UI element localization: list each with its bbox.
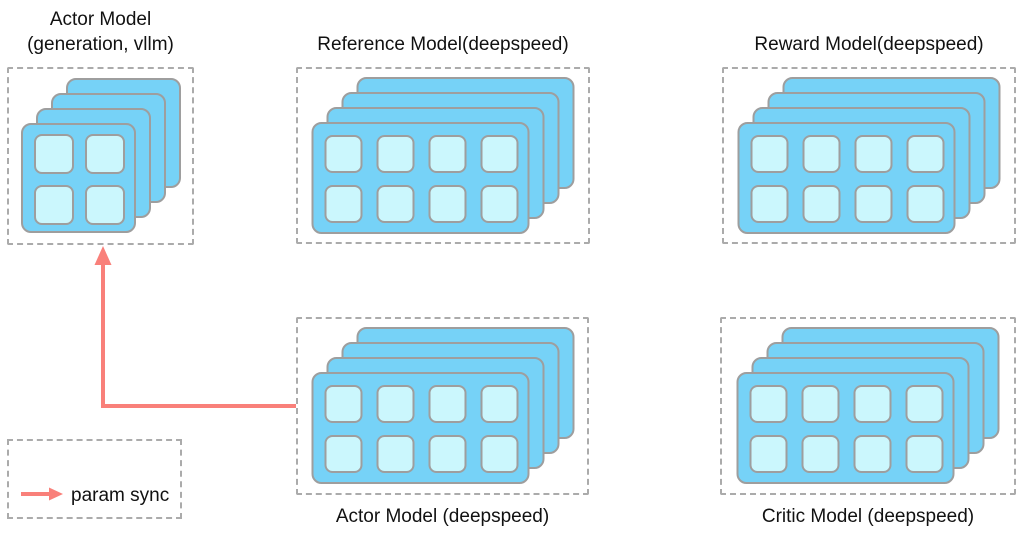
gpu-grid [313,374,527,484]
model-title: Reference Model(deepspeed) [296,32,590,57]
gpu-cell [750,185,789,223]
gpu-cell [480,185,519,223]
gpu-grid [739,374,953,484]
gpu-cell [376,435,414,473]
gpu-stack [737,77,1001,234]
gpu-cell [749,435,788,473]
gpu-cell [801,435,840,473]
gpu-cell [324,435,362,473]
gpu-cell [428,185,467,223]
gpu-cell [480,435,518,473]
gpu-cell [906,135,945,173]
gpu-card [20,123,136,234]
gpu-cell [854,185,893,223]
model-title: Reward Model(deepspeed) [722,32,1016,57]
model-group-reward-deepspeed: Reward Model(deepspeed) [722,34,1016,244]
gpu-stack [311,327,574,484]
param-sync-arrow-icon [19,486,63,507]
legend-box: param sync [7,439,182,519]
gpu-cell [854,135,893,173]
gpu-stack [311,77,575,234]
gpu-cell [428,135,467,173]
gpu-cell [853,385,892,423]
gpu-grid [23,125,134,234]
model-label: Critic Model (deepspeed) [761,506,975,527]
gpu-cell [802,135,841,173]
gpu-cell [376,135,415,173]
param-sync-arrow-line [101,262,296,408]
gpu-cell [324,135,363,173]
model-title: Actor Model (generation, vllm) [7,7,194,57]
gpu-cell [84,185,125,225]
gpu-stack [20,78,181,234]
gpu-cell [428,435,466,473]
gpu-card [737,122,956,234]
gpu-grid [740,124,954,234]
dashed-box [296,67,590,244]
model-title-line: Reward Model(deepspeed) [754,34,984,55]
gpu-cell [480,385,518,423]
gpu-cell [324,385,362,423]
legend-label: param sync [71,485,170,506]
gpu-card [311,372,529,484]
gpu-cell [376,185,415,223]
gpu-cell [84,134,125,174]
dashed-box [720,317,1016,495]
dashed-box [722,67,1016,244]
model-group-actor-vllm: Actor Model (generation, vllm) [7,9,194,245]
gpu-cell [906,185,945,223]
gpu-cell [802,185,841,223]
gpu-cell [905,385,944,423]
gpu-card [311,122,530,234]
gpu-stack [736,327,1000,484]
gpu-cell [853,435,892,473]
gpu-grid [314,124,528,234]
gpu-cell [33,185,74,225]
model-title-line: (generation, vllm) [27,34,174,55]
gpu-cell [905,435,944,473]
gpu-cell [33,134,74,174]
gpu-cell [480,135,519,173]
model-group-reference-deepspeed: Reference Model(deepspeed) [296,34,590,244]
gpu-cell [428,385,466,423]
gpu-cell [324,185,363,223]
model-group-actor-deepspeed: Actor Model (deepspeed) [296,317,589,527]
dashed-box [296,317,589,495]
model-title-line: Reference Model(deepspeed) [317,34,569,55]
dashed-box [7,67,194,245]
gpu-cell [749,385,788,423]
gpu-cell [376,385,414,423]
gpu-cell [750,135,789,173]
gpu-card [736,372,955,484]
legend-row: param sync [19,485,169,507]
model-group-critic-deepspeed: Critic Model (deepspeed) [720,317,1016,527]
model-label: Actor Model (deepspeed) [335,506,550,527]
gpu-cell [801,385,840,423]
param-sync-arrowhead [94,246,112,265]
model-title-line: Actor Model [49,9,152,30]
